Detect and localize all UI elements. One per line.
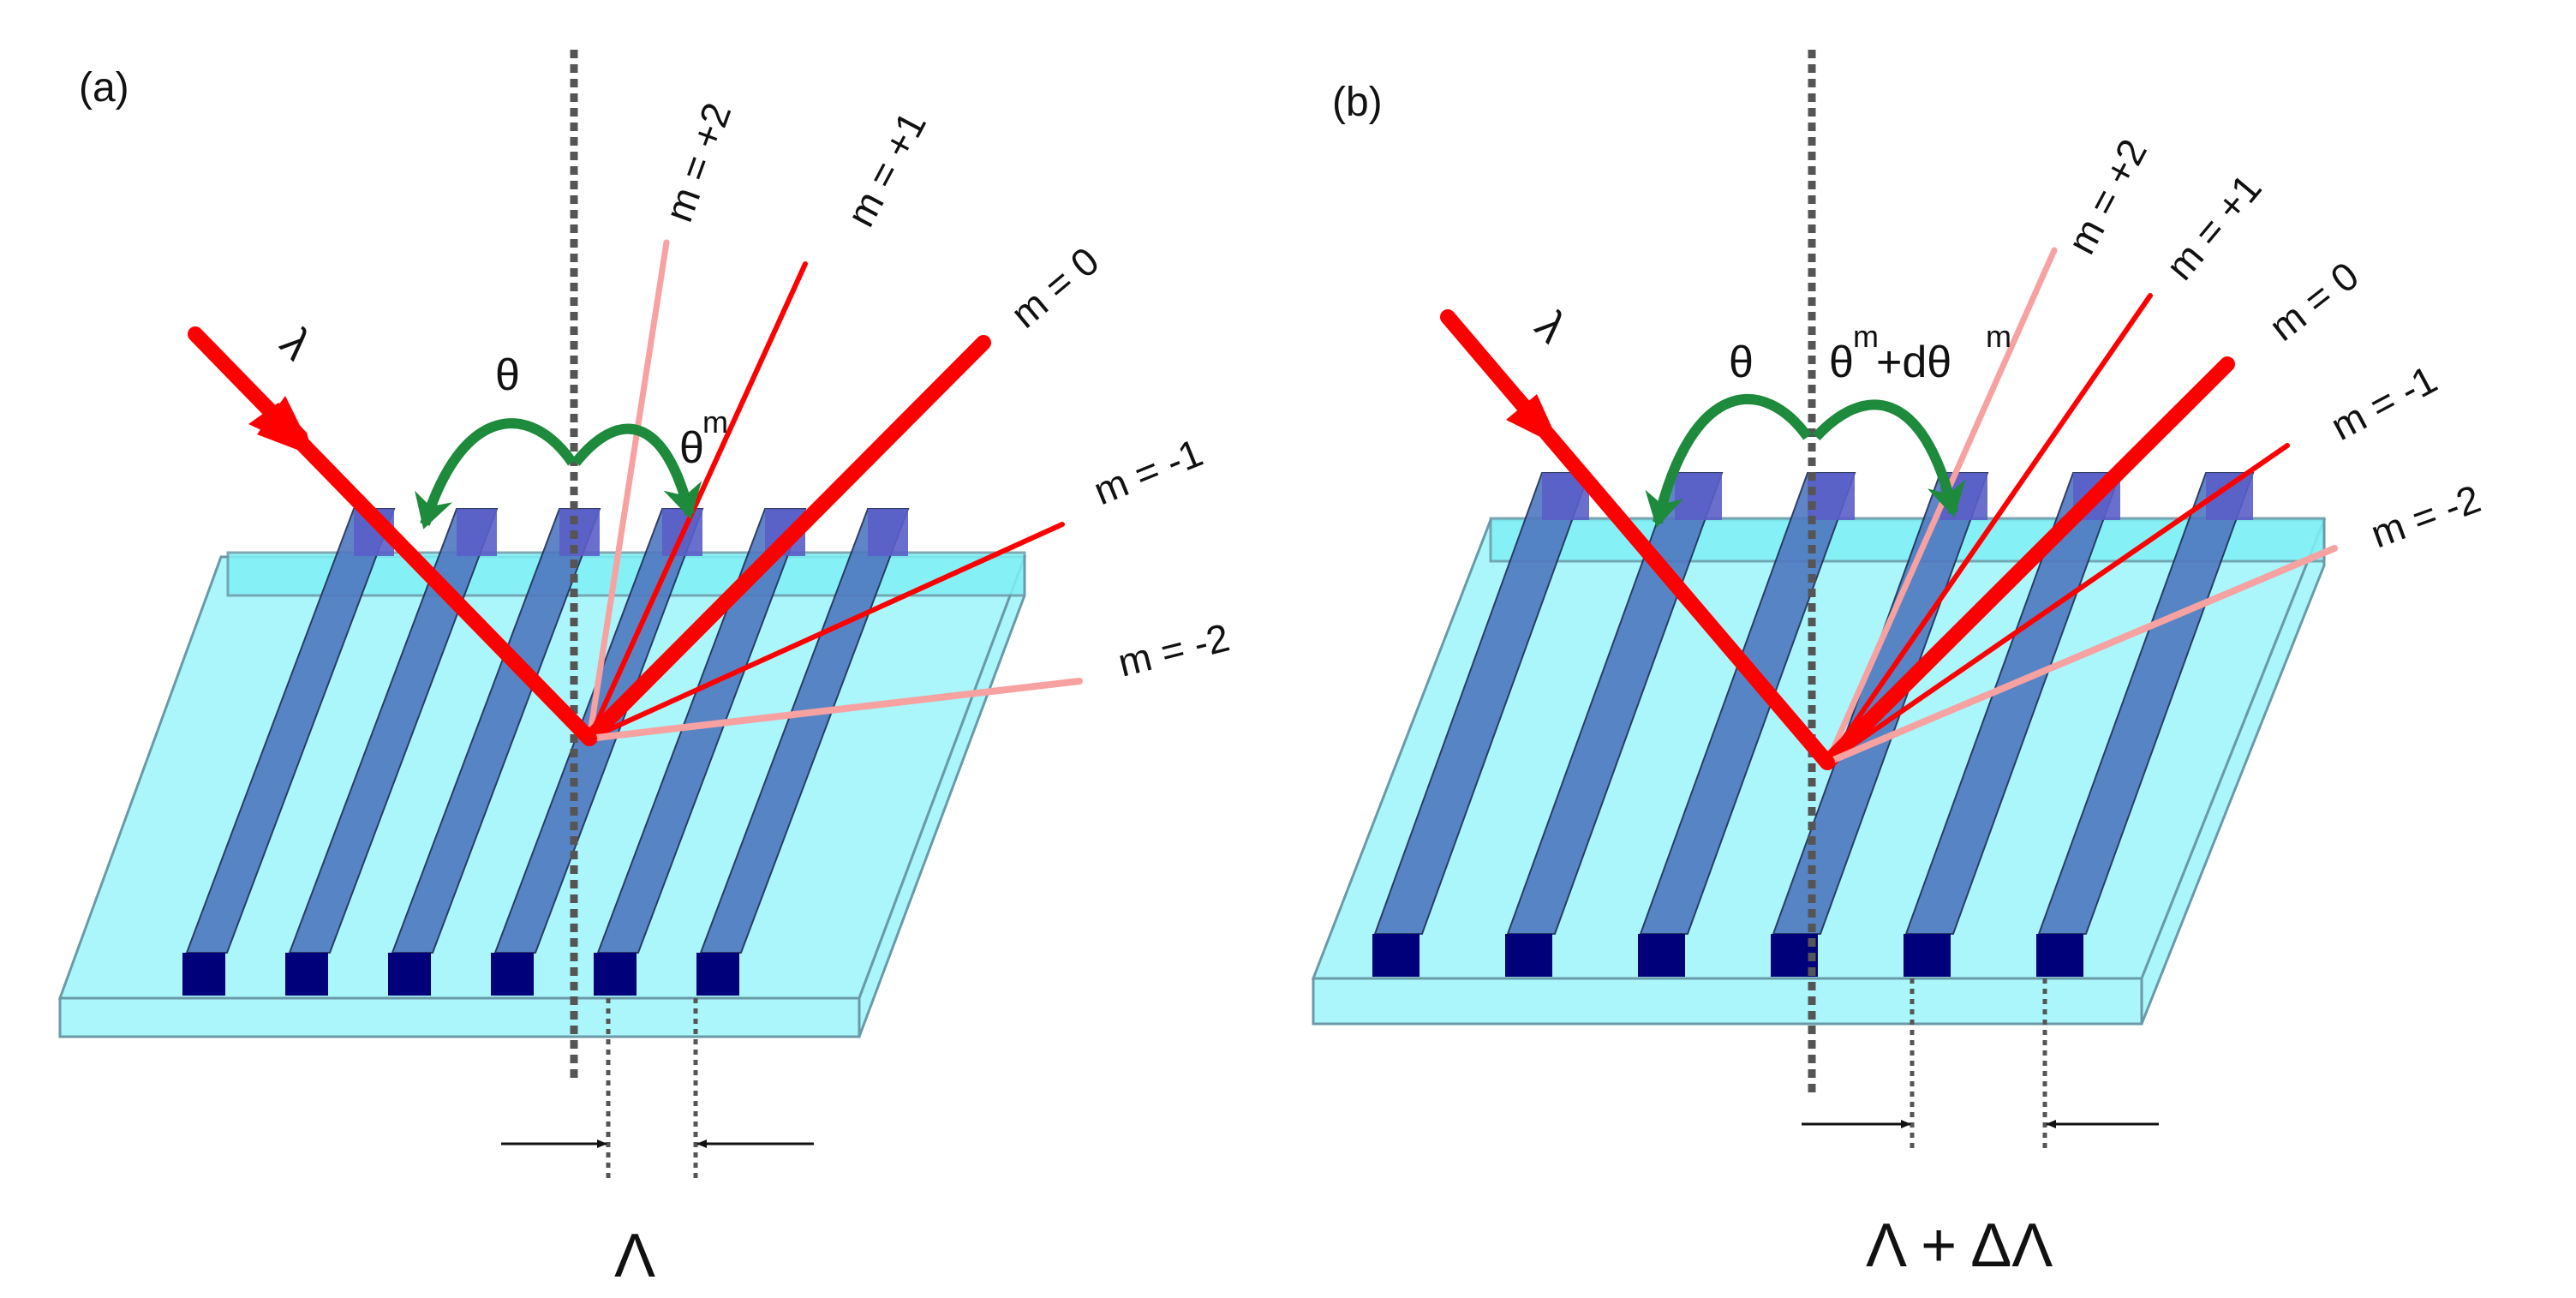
order-label-m-minus-2: m = -2: [1114, 614, 1234, 685]
substrate-front-edge: [1312, 977, 2143, 1026]
panel-b: (b) λ θ θ m +dθ m m = +2 m = +1 m = 0 m …: [1311, 50, 2487, 1280]
order-beam-m-0: [1820, 356, 2235, 770]
order-beam-m-minus-2: [1824, 545, 2338, 766]
order-label-m-plus-2: m = +2: [656, 97, 740, 227]
order-label-m-minus-2: m = -2: [2365, 476, 2487, 557]
order-label-m-0: m = 0: [2261, 253, 2367, 350]
order-label-m-minus-1: m = -1: [1087, 430, 1209, 514]
diffracted-angle-plus-label: +dθ: [1876, 338, 1951, 387]
order-label-m-plus-2: m = +2: [2059, 132, 2155, 261]
diffracted-angle-arrow: [571, 423, 702, 519]
order-label-m-minus-1: m = -1: [2323, 356, 2444, 449]
diffracted-angle-sup: m: [1853, 319, 1879, 354]
diffracted-angle-sup: m: [702, 404, 728, 440]
order-beam-m-plus-2: [586, 239, 670, 742]
diffracted-angle-plus-sup: m: [1986, 319, 2011, 354]
incident-angle-arrow: [415, 418, 577, 529]
wavelength-label: λ: [1526, 302, 1576, 352]
order-beam-m-minus-1: [587, 522, 1065, 741]
order-label-m-0: m = 0: [1002, 238, 1108, 337]
order-label-m-plus-1: m = +1: [2157, 165, 2270, 288]
diffracted-angle-arrow: [1812, 399, 1966, 517]
ridge-ends: [1372, 934, 2083, 977]
diffracted-angle-label: θ: [679, 423, 704, 473]
panel-label: (a): [79, 65, 129, 111]
order-label-m-plus-1: m = +1: [838, 105, 935, 234]
wavelength-label: λ: [271, 319, 321, 369]
incident-angle-arrow: [1645, 394, 1812, 528]
incident-angle-label: θ: [1729, 338, 1754, 387]
ridge-tops: [354, 509, 908, 556]
diffraction-beams: [1440, 247, 2338, 770]
incident-angle-label: θ: [495, 350, 520, 400]
grating-ridges: [185, 508, 910, 954]
order-beam-m-minus-2: [586, 678, 1083, 742]
incident-beam: [1440, 309, 1835, 770]
incident-beam: [188, 326, 597, 746]
diffracted-angle-label: θ: [1829, 338, 1854, 387]
order-beam-m-0: [582, 335, 991, 746]
substrate-front-edge: [58, 996, 861, 1038]
period-label: Λ: [614, 1222, 655, 1290]
order-beam-m-minus-1: [1825, 443, 2290, 765]
period-label: Λ + ΔΛ: [1866, 1211, 2053, 1280]
order-beam-m-plus-1: [1825, 293, 2153, 765]
incident-arrowhead: [1506, 394, 1561, 447]
ridge-tops: [1542, 473, 2253, 520]
panel-label: (b): [1332, 80, 1383, 125]
ridge-ends: [182, 953, 739, 996]
panel-a: (a) λ θ θ m m = +2 m = +1 m = 0 m = -1 m…: [57, 50, 1234, 1290]
diffraction-beams: [188, 239, 1083, 746]
